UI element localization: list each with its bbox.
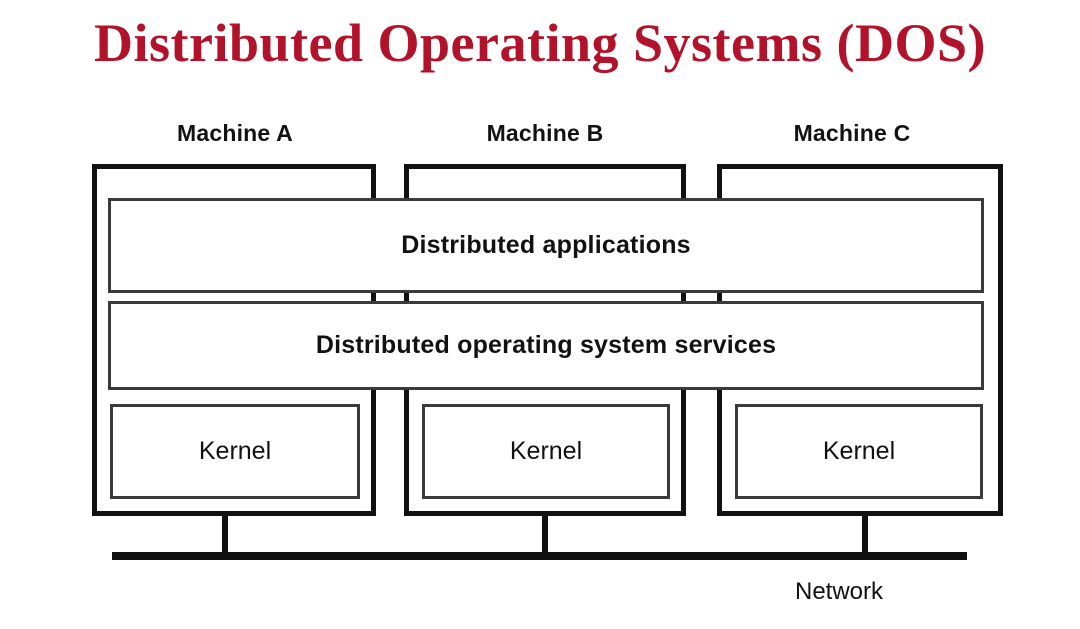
network-drop-line-a <box>222 513 228 558</box>
kernel-box-a: Kernel <box>110 404 360 499</box>
network-drop-line-c <box>862 513 868 558</box>
layer-distributed-applications: Distributed applications <box>108 198 984 293</box>
network-bus-line <box>112 552 967 560</box>
layer-label-distributed-applications: Distributed applications <box>401 231 691 259</box>
machine-label-b: Machine B <box>486 120 604 146</box>
kernel-label-a: Kernel <box>198 437 272 465</box>
kernel-label-c: Kernel <box>822 437 896 465</box>
layer-distributed-os-services: Distributed operating system services <box>108 301 984 390</box>
kernel-box-b: Kernel <box>422 404 670 499</box>
network-label: Network <box>795 578 884 605</box>
network-drop-line-b <box>542 513 548 558</box>
kernel-label-b: Kernel <box>509 437 583 465</box>
machine-label-a: Machine A <box>177 120 293 146</box>
page-title: Distributed Operating Systems (DOS) <box>94 13 986 73</box>
kernel-box-c: Kernel <box>735 404 983 499</box>
machine-label-c: Machine C <box>793 120 911 146</box>
layer-label-distributed-os-services: Distributed operating system services <box>315 331 777 359</box>
